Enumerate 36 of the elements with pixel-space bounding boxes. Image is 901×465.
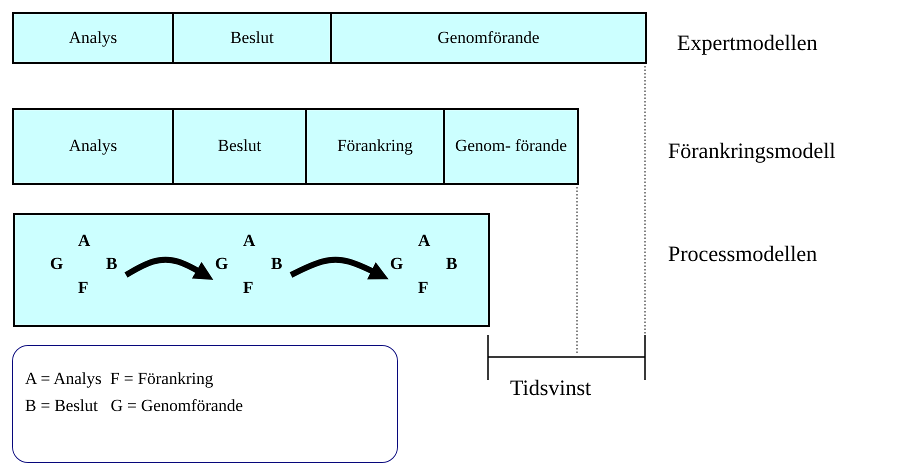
phase-label: Genomförande [438,28,540,48]
legend-text: B = Beslut G = Genomförande [25,395,244,417]
phase-label: Förankring [337,136,413,157]
legend-box [12,345,398,463]
phase-box [305,108,445,185]
curved-arrow [290,256,389,280]
model-label: Förankringsmodell [668,138,836,164]
phase-label: Genom- förande [455,136,567,157]
letter: F [418,279,428,296]
model-label: Expertmodellen [677,30,818,56]
phase-box [443,108,579,185]
phase-label: Beslut [218,136,262,157]
letter: A [418,232,430,249]
curved-arrow [124,256,214,280]
model-label: Processmodellen [668,241,818,267]
phase-label: Analys [68,28,118,48]
phase-box [172,108,307,185]
letter: G [50,255,64,272]
phase-box [12,108,174,185]
letter: G [215,255,228,272]
letter: F [243,279,254,296]
letter: A [243,232,256,249]
process-box [13,213,490,327]
letter: G [390,255,404,272]
phase-box [172,12,332,64]
letter: B [106,255,118,272]
legend-text: A = Analys F = Förankring [25,368,214,390]
model-label: Tidsvinst [510,375,592,401]
letter: B [446,255,458,272]
phase-box [12,12,174,64]
letter: A [78,232,90,249]
phase-label: Beslut [230,28,274,48]
phase-box [330,12,647,64]
letter: B [271,255,282,272]
phase-label: Analys [68,136,118,157]
letter: F [78,279,88,296]
